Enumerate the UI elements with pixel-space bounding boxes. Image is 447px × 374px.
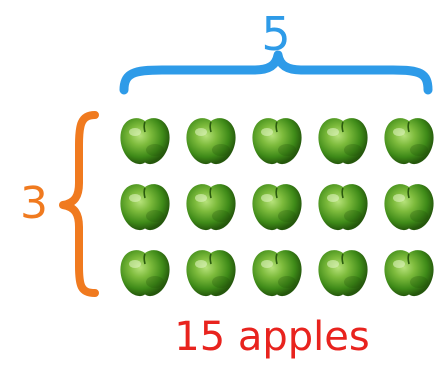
apple-icon (318, 118, 367, 164)
row-brace (63, 115, 95, 293)
apple-icon (120, 250, 169, 296)
apple-icon (252, 184, 301, 230)
apple-icon (252, 250, 301, 296)
column-brace (124, 55, 428, 90)
apple-icon (252, 118, 301, 164)
apple-icon (186, 118, 235, 164)
apple-icon (384, 118, 433, 164)
apple-icon (318, 250, 367, 296)
apple-grid (120, 118, 433, 296)
apple-icon (120, 118, 169, 164)
apple-icon (384, 184, 433, 230)
row-count-label: 3 (20, 178, 48, 229)
apple-icon (384, 250, 433, 296)
apple-icon (318, 184, 367, 230)
apple-icon (186, 250, 235, 296)
total-label: 15 apples (174, 314, 369, 360)
apple-icon (186, 184, 235, 230)
apple-icon (120, 184, 169, 230)
